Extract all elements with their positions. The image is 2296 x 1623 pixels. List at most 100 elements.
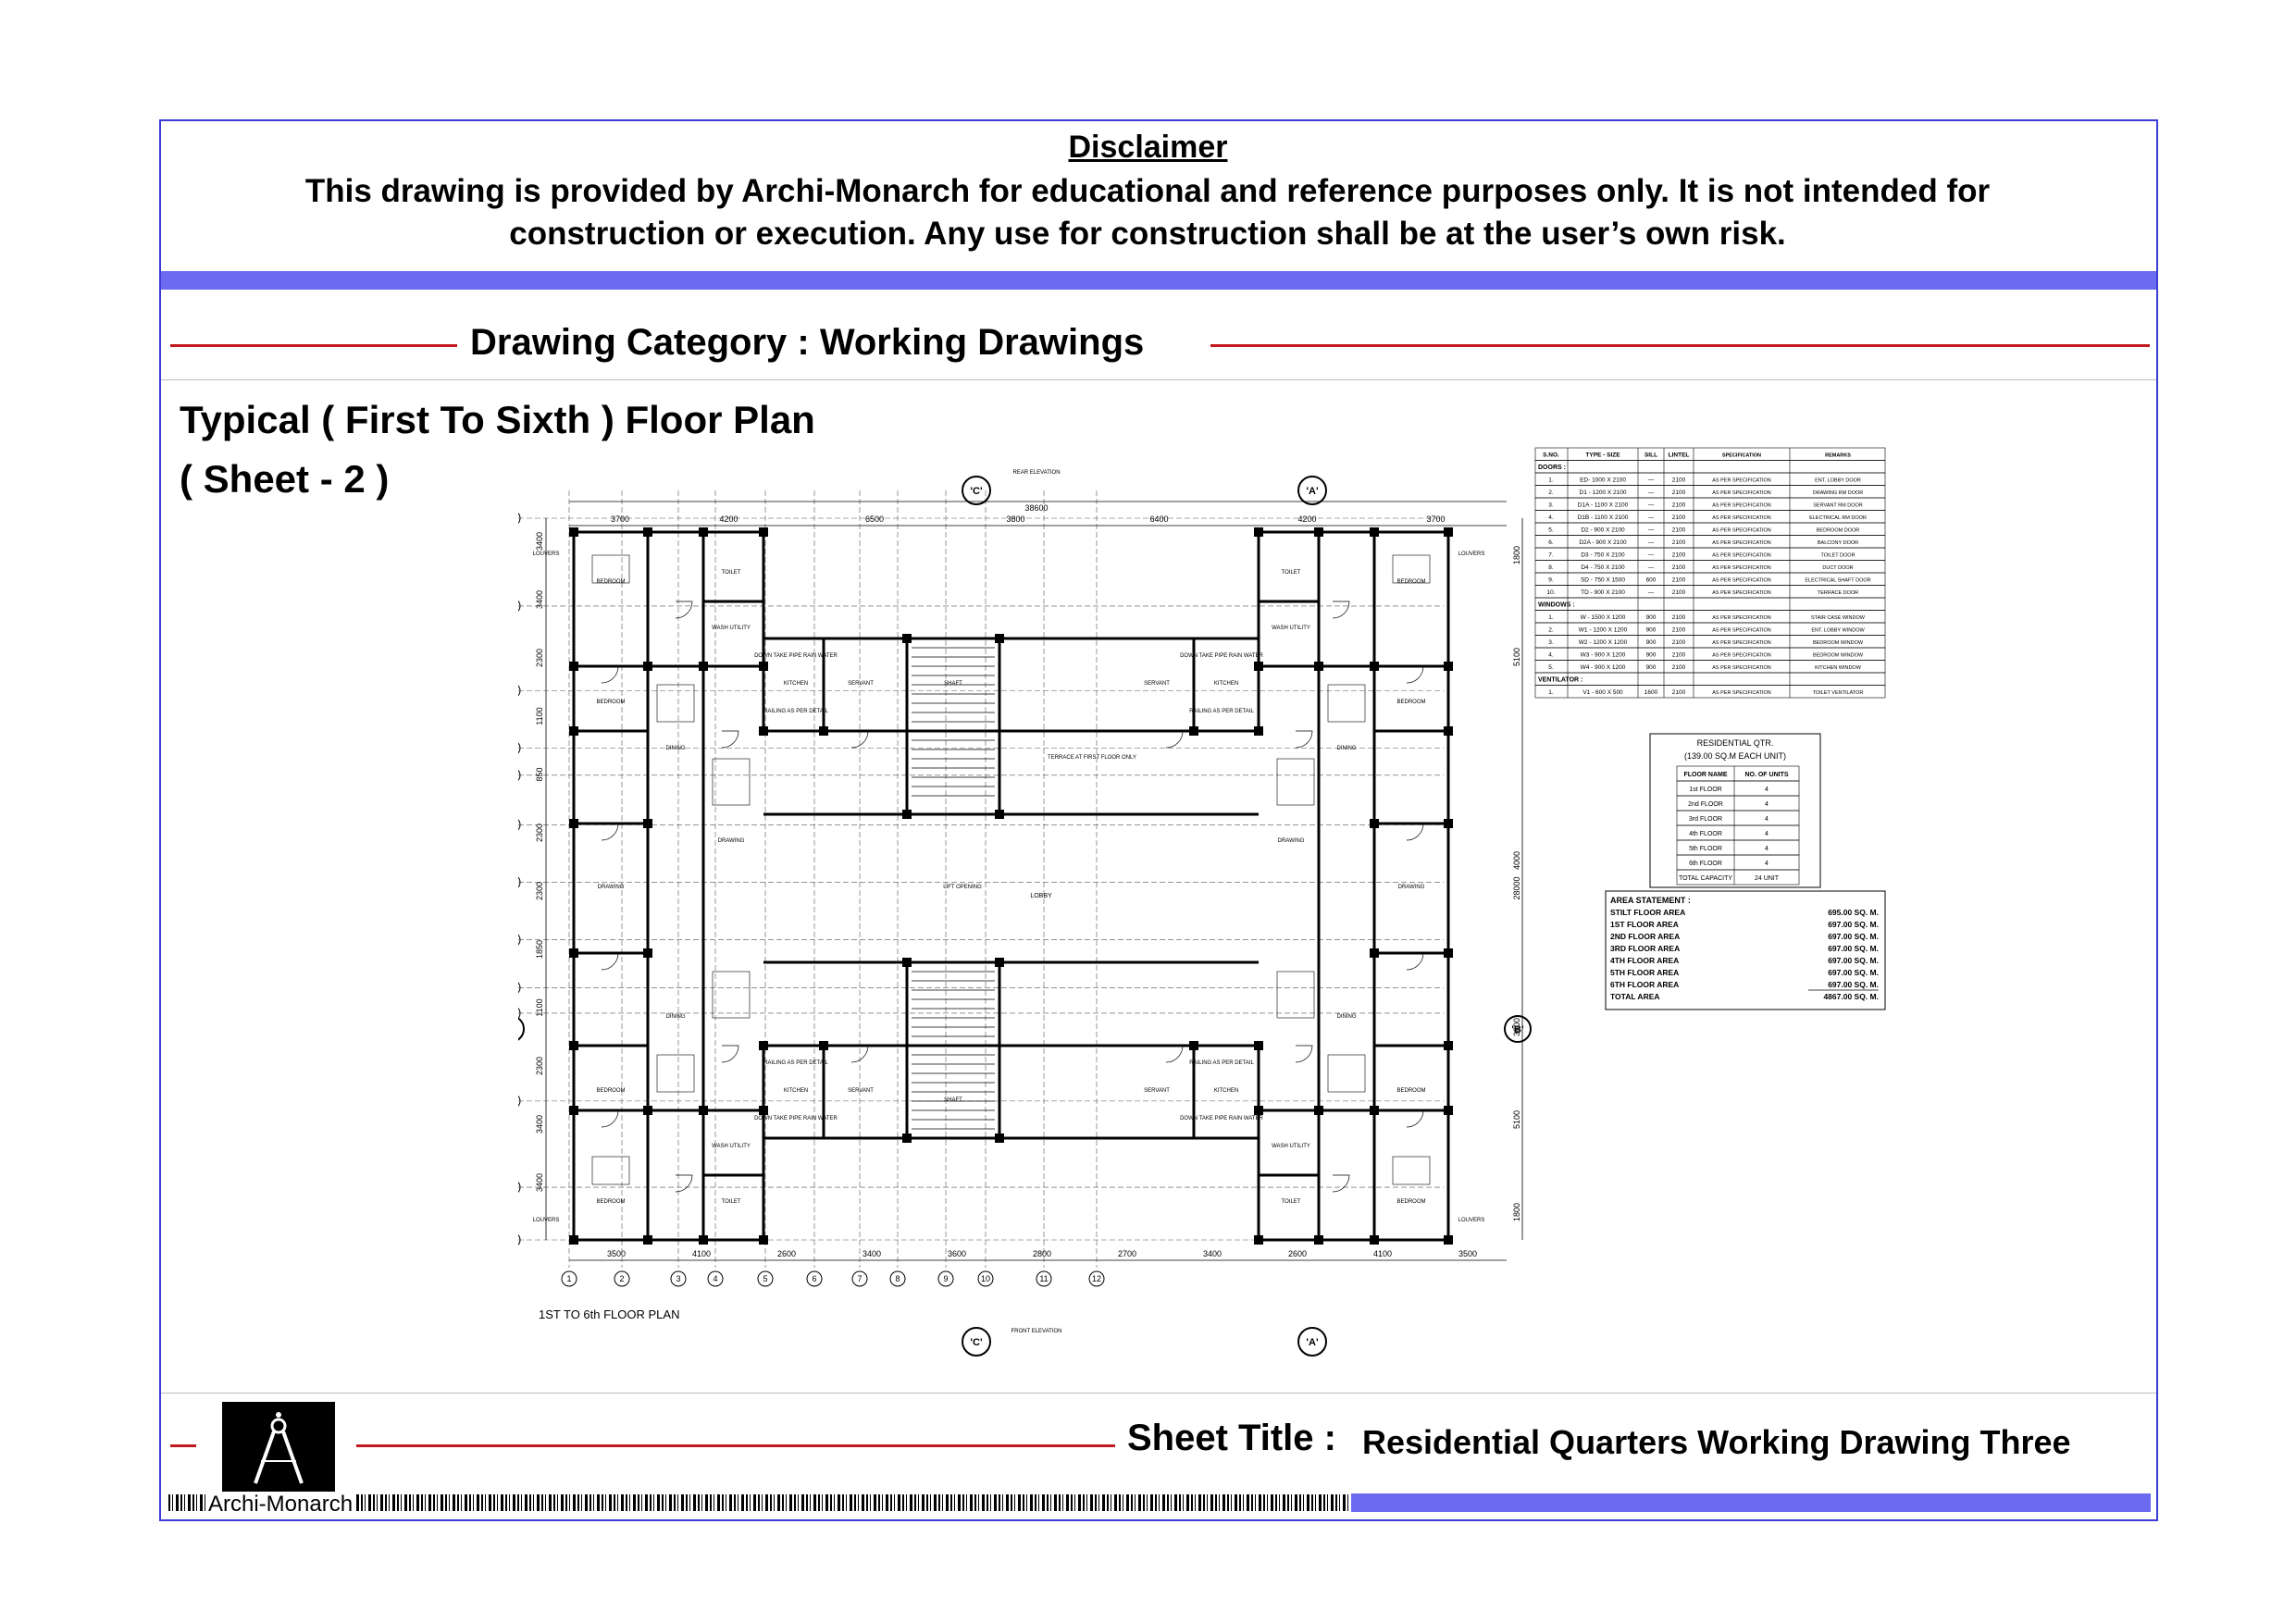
door-swing xyxy=(1165,1045,1184,1063)
sheet-title-label: Sheet Title : xyxy=(1127,1418,1336,1458)
structural-column xyxy=(1254,1106,1263,1115)
section-a-top-label: 'A' xyxy=(1306,486,1319,497)
grid-bubble-col xyxy=(707,1270,724,1287)
dimension-top: 4200 xyxy=(1297,514,1316,524)
schedule-cell: 900 xyxy=(1646,627,1657,634)
schedule-cell: — xyxy=(1648,564,1655,571)
schedule-cell: — xyxy=(1648,489,1655,496)
grid-bubble-row xyxy=(518,769,521,781)
door-swing xyxy=(1406,823,1424,841)
section-b-right-label: 'B' xyxy=(1511,1024,1524,1035)
section-marker-b-right: 'B' xyxy=(1504,1015,1532,1043)
room-label: LOUVERS xyxy=(533,1218,560,1223)
door-swing xyxy=(1406,665,1424,684)
schedule-cell: — xyxy=(1648,514,1655,521)
door-swing xyxy=(601,1109,619,1128)
schedule-section-label: DOORS : xyxy=(1538,465,1566,471)
structural-column xyxy=(1254,726,1263,736)
schedule-cell: AS PER SPECIFICATION xyxy=(1712,590,1770,596)
structural-column xyxy=(569,527,578,537)
schedule-cell: 4. xyxy=(1548,652,1554,659)
room-label: DOWN TAKE PIPE RAIN WATER xyxy=(754,653,838,659)
room-label: DINING xyxy=(1337,1014,1357,1020)
dimension-top: 3700 xyxy=(611,514,629,524)
dimension-bottom: 3500 xyxy=(1458,1249,1477,1258)
dimension-right: 5100 xyxy=(1512,1110,1521,1129)
section-c-top-label: 'C' xyxy=(970,486,983,497)
structural-column xyxy=(1314,527,1323,537)
area-floor-name: 3RD FLOOR AREA xyxy=(1610,944,1680,953)
structural-column xyxy=(995,958,1004,967)
disclaimer-text: This drawing is provided by Archi-Monarc… xyxy=(222,170,2073,255)
overall-dimension: 38600 xyxy=(1024,503,1048,513)
structural-column xyxy=(1444,1041,1453,1050)
furniture xyxy=(656,684,695,723)
room-label: DOWN TAKE PIPE RAIN WATER xyxy=(754,1116,838,1121)
room-label: BEDROOM xyxy=(1396,1088,1425,1094)
dimension-right: 5100 xyxy=(1512,648,1521,666)
disclaimer-line-2: construction or execution. Any use for c… xyxy=(509,216,1786,252)
grid-bubble-col xyxy=(1036,1270,1052,1287)
grid-bubble-col xyxy=(561,1270,577,1287)
footer-band xyxy=(1351,1493,2151,1512)
dimension-bottom: 3400 xyxy=(863,1249,881,1258)
disclaimer-title: Disclaimer xyxy=(1068,130,1228,165)
room-label: RAILING AS PER DETAIL xyxy=(763,709,828,714)
door-swing xyxy=(1295,730,1313,749)
schedule-cell: 2100 xyxy=(1672,689,1686,696)
disclaimer-line-1: This drawing is provided by Archi-Monarc… xyxy=(304,173,1991,209)
category-rule-right xyxy=(1210,344,2150,347)
schedule-section xyxy=(1534,672,1886,686)
grid-bubble-row xyxy=(518,1095,521,1107)
dimension-left: 3400 xyxy=(535,590,544,609)
dimension-left: 3400 xyxy=(535,532,544,551)
schedule-cell: D1A - 1100 X 2100 xyxy=(1578,502,1629,509)
structural-column xyxy=(1370,819,1379,828)
residential-floor: 5th FLOOR xyxy=(1689,846,1722,852)
structural-column xyxy=(1444,662,1453,671)
schedule-cell: ENT. LOBBY DOOR xyxy=(1815,478,1861,484)
footer-rule-left xyxy=(170,1444,196,1447)
residential-units: 4 xyxy=(1765,801,1769,808)
dimension-bottom: 2600 xyxy=(777,1249,796,1258)
area-floor-name: TOTAL AREA xyxy=(1610,992,1660,1001)
residential-units-table: RESIDENTIAL QTR. (139.00 SQ.M EACH UNIT)… xyxy=(1649,733,1821,888)
room-label: SERVANT xyxy=(1144,1088,1170,1094)
dimension-bottom: 2700 xyxy=(1118,1249,1136,1258)
schedule-cell: 2100 xyxy=(1672,477,1686,484)
dimension-left: 1850 xyxy=(535,940,544,959)
schedule-cell: 8. xyxy=(1548,564,1554,571)
schedule-cell: DRAWING RM DOOR xyxy=(1813,490,1864,496)
drawing-category: Drawing Category : Working Drawings xyxy=(470,322,1145,363)
residential-floor: 3rd FLOOR xyxy=(1689,816,1722,823)
structural-column xyxy=(569,662,578,671)
dimension-bottom: 3500 xyxy=(607,1249,626,1258)
schedule-cell: ED- 1000 X 2100 xyxy=(1580,477,1626,484)
schedule-header: S.NO. xyxy=(1543,452,1559,459)
schedule-section-label: VENTILATOR : xyxy=(1538,677,1582,684)
dimension-top: 6400 xyxy=(1149,514,1168,524)
residential-units: 4 xyxy=(1765,846,1769,852)
residential-units: 4 xyxy=(1765,787,1769,793)
room-label: DOWN TAKE PIPE RAIN WATER xyxy=(1180,1116,1263,1121)
room-label: SERVANT xyxy=(848,1088,874,1094)
schedule-cell: — xyxy=(1648,539,1655,546)
room-label: SERVANT xyxy=(1144,681,1170,687)
door-swing xyxy=(850,1045,869,1063)
structural-column xyxy=(1189,1041,1198,1050)
structural-column xyxy=(699,662,708,671)
structural-column xyxy=(569,1041,578,1050)
room-label: DINING xyxy=(666,746,686,751)
structural-column xyxy=(699,1106,708,1115)
structural-column xyxy=(759,662,768,671)
schedule-cell: AS PER SPECIFICATION xyxy=(1712,615,1770,621)
schedule-cell: AS PER SPECIFICATION xyxy=(1712,565,1770,571)
schedule-cell: 10. xyxy=(1546,589,1555,596)
schedule-cell: — xyxy=(1648,477,1655,484)
room-label: KITCHEN xyxy=(784,1088,808,1094)
area-floor-name: 1ST FLOOR AREA xyxy=(1610,920,1679,929)
door-swing xyxy=(675,601,693,619)
schedule-cell: 2100 xyxy=(1672,502,1686,509)
schedule-cell: TOILET VENTILATOR xyxy=(1813,690,1864,696)
